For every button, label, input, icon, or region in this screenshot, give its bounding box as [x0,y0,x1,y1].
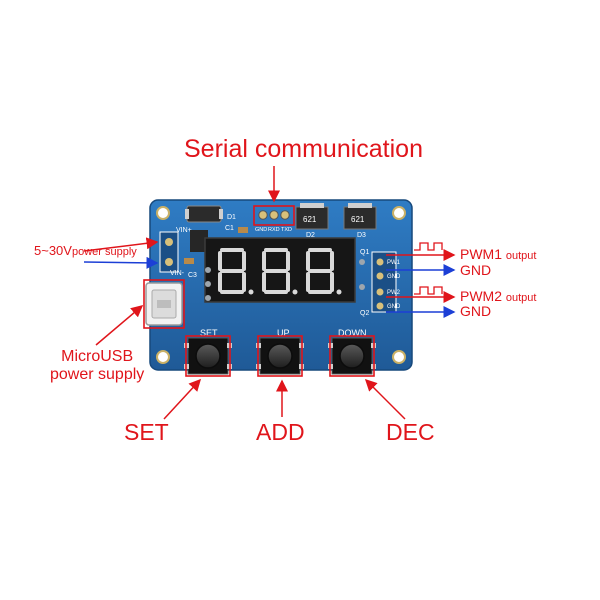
vin-minus-arrow [83,256,159,269]
d3-text: D3 [357,232,366,239]
set-button [184,335,232,377]
gnd-r2-text: GND [387,304,401,310]
output-header: Q1 Q2 PW1 GND PW2 GND [360,249,401,317]
digit-3 [306,248,334,294]
add-label: ADD [256,419,305,445]
pwm1-label: PWM1 output [460,247,536,262]
gnd-pin-text: GND [255,227,267,233]
set-label: SET [124,419,169,445]
buttons-row: SET UP DOWN [184,328,376,377]
dec-arrow [364,378,406,420]
vin-terminals: VIN+ VIN- [159,227,192,277]
up-highlight-box [257,335,303,377]
power-in-sub: power supply [71,246,137,258]
pw1-text: PW1 [387,260,401,266]
set-arrow [163,378,202,420]
vin-plus-text: VIN+ [176,227,192,234]
pwm1-main: PWM1 [460,246,502,262]
top-components: D1 C1 C3 [184,205,248,279]
dec-label: DEC [386,419,435,445]
rxd-pin-text: RXD [268,227,280,233]
q2-text: Q2 [360,310,369,317]
gnd2-label: GND [460,303,492,319]
pwm2-main: PWM2 [460,288,502,304]
microusb-connector [143,279,185,329]
c3-text: C3 [188,272,197,279]
digit-2 [262,248,290,294]
microusb-line1: MicroUSB [61,348,134,365]
pw2-text: PW2 [387,290,401,296]
d2-text: D2 [306,232,315,239]
vin-minus-text: VIN- [170,270,185,277]
btn-up-text: UP [277,328,290,338]
btn-down-text: DOWN [338,328,367,338]
pwm-wave-icons [414,242,443,295]
serial-communication-label: Serial communication [184,135,423,163]
led-display [204,237,365,303]
microusb-arrow [95,305,144,346]
c1-text: C1 [225,225,234,232]
chip1-text: 621 [303,215,317,224]
annotation-arrows [83,166,456,420]
serial-highlight-box [253,205,295,226]
chip2-text: 621 [351,215,365,224]
vin-plus-arrow [83,237,159,252]
gnd1-label: GND [460,262,492,278]
pwm2-label: PWM2 output [460,289,536,304]
power-in-main: 5~30V [34,243,72,258]
txd-pin-text: TXD [281,227,292,233]
q1-text: Q1 [360,249,369,256]
serial-header: GND RXD TXD [253,205,295,233]
down-button [328,335,376,377]
microusb-label: MicroUSB power supply [50,348,144,383]
microusb-highlight-box [143,279,185,329]
btn-set-text: SET [200,328,218,338]
gnd-r1-text: GND [387,274,401,280]
d1-text: D1 [227,214,236,221]
microusb-line2: power supply [50,365,145,383]
pwm1-sub: output [505,250,537,262]
down-highlight-box [329,335,375,377]
mosfet-chips: 621 D2 621 D3 [295,203,377,239]
up-button [256,335,304,377]
power-supply-label: 5~30Vpower supply [34,244,137,258]
pwm2-sub: output [505,292,537,304]
digit-1 [218,248,246,294]
set-highlight-box [185,335,231,377]
